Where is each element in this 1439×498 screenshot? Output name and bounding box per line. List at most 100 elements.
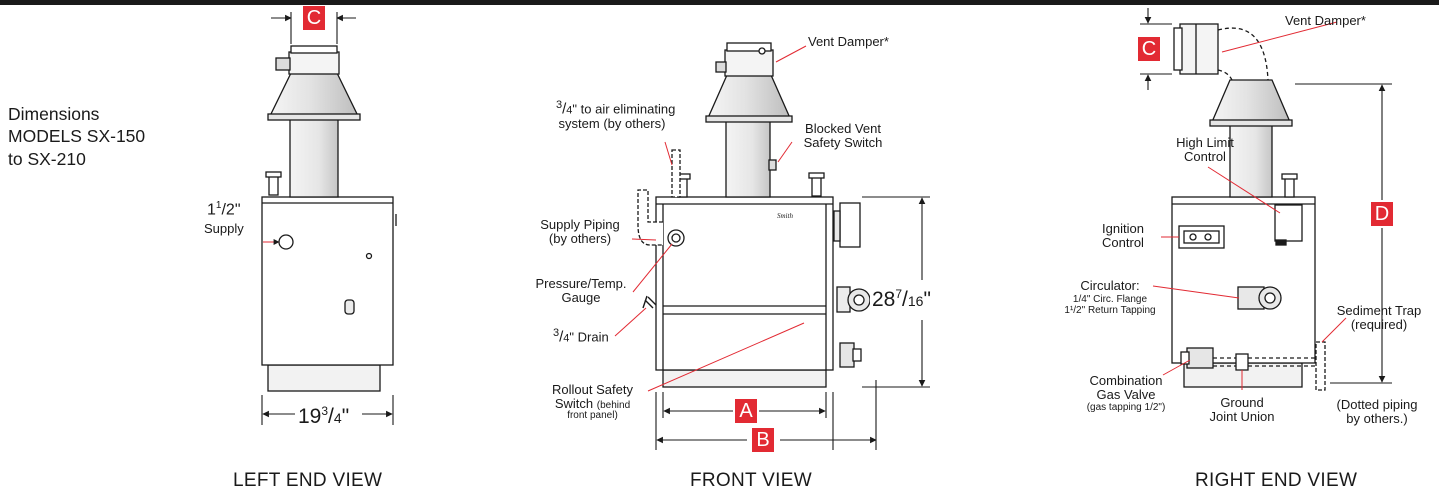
- front-drain-label: 3/4" Drain: [553, 327, 609, 346]
- right-high-limit-control: [1274, 204, 1303, 242]
- right-end-view-drawing: [1171, 23, 1326, 391]
- air-elim-line2: system (by others): [558, 116, 666, 132]
- right-ground-union-label: Ground Joint Union: [1200, 396, 1284, 423]
- height-den: 16: [907, 293, 924, 309]
- left-end-view-drawing: [261, 45, 397, 392]
- right-circulator-label: Circulator: 1/4" Circ. Flange 1¹/2" Retu…: [1054, 279, 1166, 317]
- supply-size-num: 1: [215, 200, 222, 211]
- right-flue-pipe: [1229, 123, 1273, 198]
- ground-union-line2: Joint Union: [1209, 408, 1275, 424]
- front-rollout-label: Rollout Safety Switch (behind front pane…: [530, 383, 655, 422]
- front-vent-damper: [724, 49, 774, 77]
- blocked-vent-line1: Blocked Vent: [805, 121, 881, 136]
- sediment-line2: (required): [1350, 316, 1408, 332]
- callout-leaders: [614, 21, 1347, 392]
- front-supply-piping-label: Supply Piping (by others): [525, 218, 635, 245]
- combo-valve-line3: (gas tapping 1/2"): [1086, 402, 1166, 414]
- badge-c-right: C: [1138, 37, 1160, 61]
- high-limit-line1: High Limit: [1176, 135, 1234, 150]
- svg-text:Smith: Smith: [777, 212, 793, 220]
- pressure-gauge-line2: Gauge: [561, 289, 601, 305]
- badge-b: B: [752, 428, 774, 452]
- combo-valve-line2: Gas Valve: [1096, 386, 1156, 402]
- front-vent-damper-label: Vent Damper*: [808, 34, 889, 49]
- width-den: 4: [333, 410, 342, 426]
- front-blocked-vent-label: Blocked Vent Safety Switch: [793, 122, 893, 149]
- left-supply-tapping: [278, 234, 294, 250]
- front-supply-piping: [637, 189, 663, 246]
- rollout-line3: front panel): [567, 410, 618, 422]
- left-base: [267, 364, 381, 392]
- front-control-box: [839, 202, 861, 248]
- heading-line-3: to SX-210: [8, 148, 86, 169]
- blocked-vent-line2: Safety Switch: [803, 134, 883, 150]
- left-drain-fitting: [344, 299, 355, 315]
- diagram-heading: Dimensions MODELS SX-150 to SX-210: [8, 103, 145, 170]
- width-whole: 19: [298, 405, 322, 428]
- high-limit-line2: Control: [1184, 148, 1226, 164]
- supply-piping-line2: (by others): [548, 230, 612, 246]
- supply-piping-line1: Supply Piping: [540, 217, 620, 232]
- circulator-line1: 1/4" Circ. Flange: [1072, 293, 1148, 305]
- ignition-line1: Ignition: [1102, 221, 1144, 236]
- left-draft-hood: [268, 72, 360, 117]
- height-num: 7: [895, 287, 903, 301]
- ignition-line2: Control: [1102, 234, 1144, 250]
- front-drain-valve: [642, 295, 657, 309]
- air-elim-num: 3: [556, 99, 563, 111]
- left-damper-motor: [275, 57, 291, 71]
- left-flue-pipe: [289, 117, 339, 198]
- dimension-lines: [261, 8, 1392, 450]
- drain-num: 3: [553, 327, 560, 339]
- dotted-piping-line1: (Dotted piping: [1336, 397, 1418, 412]
- right-vent-damper-label: Vent Damper*: [1285, 13, 1366, 28]
- badge-d: D: [1371, 202, 1393, 226]
- left-relief-valve: [268, 174, 279, 196]
- circulator-title: Circulator:: [1080, 278, 1140, 293]
- right-vent-damper: [1179, 23, 1219, 75]
- supply-size-unit: ": [234, 201, 241, 219]
- heading-line-1: Dimensions: [8, 104, 100, 124]
- view-title-right: RIGHT END VIEW: [1195, 470, 1358, 491]
- rollout-line2b: (behind: [596, 399, 631, 411]
- right-dotted-piping-label: (Dotted piping by others.): [1325, 398, 1429, 425]
- supply-size-whole: 1: [207, 201, 216, 219]
- front-height-dimension: 287/16": [870, 287, 933, 312]
- ground-union-line1: Ground: [1220, 395, 1264, 410]
- left-vent-damper: [288, 51, 340, 75]
- rollout-line2a: Switch: [554, 395, 594, 411]
- right-sediment-trap-label: Sediment Trap (required): [1333, 304, 1425, 331]
- badge-c-left: C: [303, 6, 325, 30]
- rollout-line1: Rollout Safety: [552, 382, 633, 397]
- drain-unit: ": [569, 329, 575, 345]
- air-elim-unit: ": [572, 101, 578, 117]
- front-cabinet: [655, 196, 834, 371]
- front-flue-pipe: [725, 119, 771, 198]
- combo-valve-line1: Combination: [1089, 373, 1163, 388]
- badge-a: A: [735, 399, 757, 423]
- right-ignition-label: Ignition Control: [1083, 222, 1163, 249]
- width-num: 3: [321, 404, 329, 418]
- dotted-piping-line2: by others.): [1346, 410, 1408, 426]
- sediment-line1: Sediment Trap: [1336, 303, 1422, 318]
- right-combo-valve-label: Combination Gas Valve (gas tapping 1/2"): [1072, 374, 1180, 414]
- height-whole: 28: [872, 288, 896, 311]
- top-rule: [0, 0, 1439, 5]
- right-draft-hood: [1211, 79, 1291, 123]
- view-title-left: LEFT END VIEW: [233, 470, 383, 491]
- heading-line-2: MODELS SX-150: [8, 126, 146, 147]
- left-width-dimension: 193/4": [298, 404, 350, 428]
- pressure-gauge-line1: Pressure/Temp.: [535, 276, 627, 291]
- front-gas-valve: [839, 342, 855, 368]
- drain-den: 4: [563, 332, 570, 345]
- left-supply-label: Supply: [204, 221, 244, 236]
- right-gas-valve: [1186, 347, 1214, 369]
- air-elim-line1: to air eliminating: [580, 101, 676, 117]
- front-pressure-gauge-label: Pressure/Temp. Gauge: [526, 277, 636, 304]
- front-base: [662, 369, 827, 388]
- front-air-elim-pipe: [671, 149, 681, 198]
- front-air-eliminating-label: 3/4" to air eliminating system (by other…: [556, 99, 676, 132]
- right-sediment-trap: [1315, 341, 1326, 391]
- width-unit: ": [341, 405, 350, 428]
